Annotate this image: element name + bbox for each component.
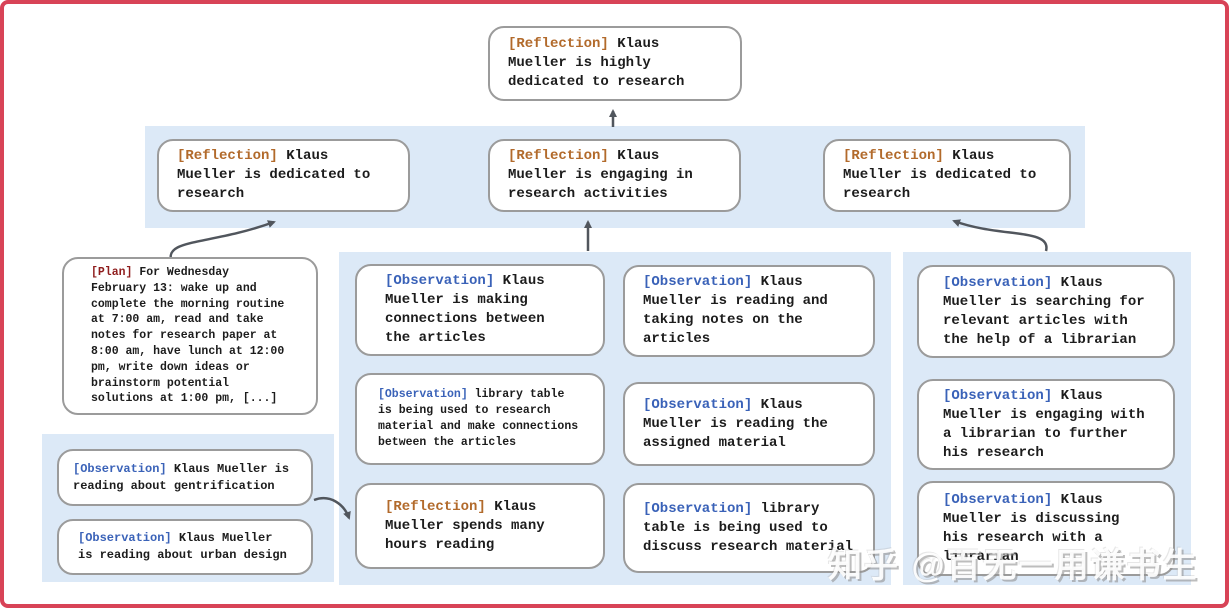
node-content: [Observation] library table is being use…	[643, 500, 855, 557]
node-content: [Reflection] Klaus Mueller is engaging i…	[508, 147, 721, 204]
node-content: [Reflection] Klaus Mueller is dedicated …	[843, 147, 1051, 204]
observation-tag: [Observation]	[943, 491, 1053, 508]
node-text: For Wednesday February 13: wake up and c…	[91, 265, 285, 406]
observation-tag: [Observation]	[643, 274, 753, 290]
reflection-tag: [Reflection]	[508, 36, 609, 52]
plan-tag: [Plan]	[91, 265, 133, 279]
node-reflection-row2-middle: [Reflection] Klaus Mueller is engaging i…	[488, 139, 741, 212]
node-content: [Observation] Klaus Mueller is discussin…	[943, 491, 1149, 567]
node-observation-discussing-research: [Observation] Klaus Mueller is discussin…	[917, 481, 1175, 576]
node-observation-assigned-material: [Observation] Klaus Mueller is reading t…	[623, 382, 875, 466]
node-text: Klaus Mueller spends many hours reading	[385, 498, 545, 553]
node-observation-library-table-discuss: [Observation] library table is being use…	[623, 483, 875, 573]
node-content: [Observation] Klaus Mueller is reading t…	[643, 396, 855, 453]
observation-tag: [Observation]	[73, 461, 167, 476]
observation-tag: [Observation]	[943, 387, 1053, 404]
node-observation-gentrification: [Observation] Klaus Mueller is reading a…	[57, 449, 313, 506]
node-content: [Reflection] Klaus Mueller is dedicated …	[177, 147, 390, 204]
reflection-tag: [Reflection]	[385, 498, 486, 515]
node-content: [Observation] Klaus Mueller is reading a…	[643, 273, 855, 349]
node-text: Klaus Mueller is searching for relevant …	[943, 274, 1145, 348]
node-text: library table is being used to discuss r…	[643, 500, 854, 555]
node-text: Klaus Mueller is making connections betw…	[385, 273, 545, 346]
node-observation-searching-articles: [Observation] Klaus Mueller is searching…	[917, 265, 1175, 358]
node-content: [Plan] For Wednesday February 13: wake u…	[91, 265, 289, 407]
node-content: [Observation] Klaus Mueller is engaging …	[943, 387, 1149, 463]
observation-tag: [Observation]	[643, 396, 753, 413]
reflection-tag: [Reflection]	[843, 148, 944, 164]
node-text: Klaus Mueller is reading the assigned ma…	[643, 396, 828, 451]
node-content: [Observation] Klaus Mueller is making co…	[385, 272, 575, 348]
node-observation-engaging-librarian: [Observation] Klaus Mueller is engaging …	[917, 379, 1175, 470]
node-text: Klaus Mueller is engaging with a librari…	[943, 387, 1145, 461]
node-observation-taking-notes: [Observation] Klaus Mueller is reading a…	[623, 265, 875, 357]
node-content: [Observation] library table is being use…	[378, 387, 582, 451]
observation-tag: [Observation]	[78, 531, 172, 545]
node-observation-library-table-research: [Observation] library table is being use…	[355, 373, 605, 465]
node-plan: [Plan] For Wednesday February 13: wake u…	[62, 257, 318, 415]
observation-tag: [Observation]	[643, 500, 753, 517]
node-text: Klaus Mueller is dedicated to research	[177, 148, 371, 202]
node-text: Klaus Mueller is discussing his research…	[943, 491, 1120, 565]
node-text: Klaus Mueller is reading about gentrific…	[73, 461, 290, 493]
node-observation-urban-design: [Observation] Klaus Mueller is reading a…	[57, 519, 313, 575]
node-reflection-hours-reading: [Reflection] Klaus Mueller spends many h…	[355, 483, 605, 569]
node-content: [Observation] Klaus Mueller is searching…	[943, 274, 1149, 350]
node-text: Klaus Mueller is reading and taking note…	[643, 274, 828, 347]
observation-tag: [Observation]	[385, 273, 495, 289]
node-observation-making-connections: [Observation] Klaus Mueller is making co…	[355, 264, 605, 356]
node-text: Klaus Mueller is dedicated to research	[843, 148, 1037, 202]
node-reflection-top: [Reflection] Klaus Mueller is highly ded…	[488, 26, 742, 101]
node-content: [Reflection] Klaus Mueller spends many h…	[385, 498, 575, 555]
node-reflection-row2-left: [Reflection] Klaus Mueller is dedicated …	[157, 139, 410, 212]
node-reflection-row2-right: [Reflection] Klaus Mueller is dedicated …	[823, 139, 1071, 212]
node-text: Klaus Mueller is highly dedicated to res…	[508, 36, 685, 90]
reflection-tag: [Reflection]	[177, 148, 278, 164]
observation-tag: [Observation]	[943, 274, 1053, 291]
reflection-tag: [Reflection]	[508, 148, 609, 164]
node-text: library table is being used to research …	[378, 388, 579, 449]
node-text: Klaus Mueller is reading about urban des…	[78, 531, 287, 562]
observation-tag: [Observation]	[378, 388, 468, 401]
node-text: Klaus Mueller is engaging in research ac…	[508, 148, 693, 202]
node-content: [Reflection] Klaus Mueller is highly ded…	[508, 35, 722, 92]
node-content: [Observation] Klaus Mueller is reading a…	[73, 461, 297, 495]
node-content: [Observation] Klaus Mueller is reading a…	[78, 530, 292, 564]
